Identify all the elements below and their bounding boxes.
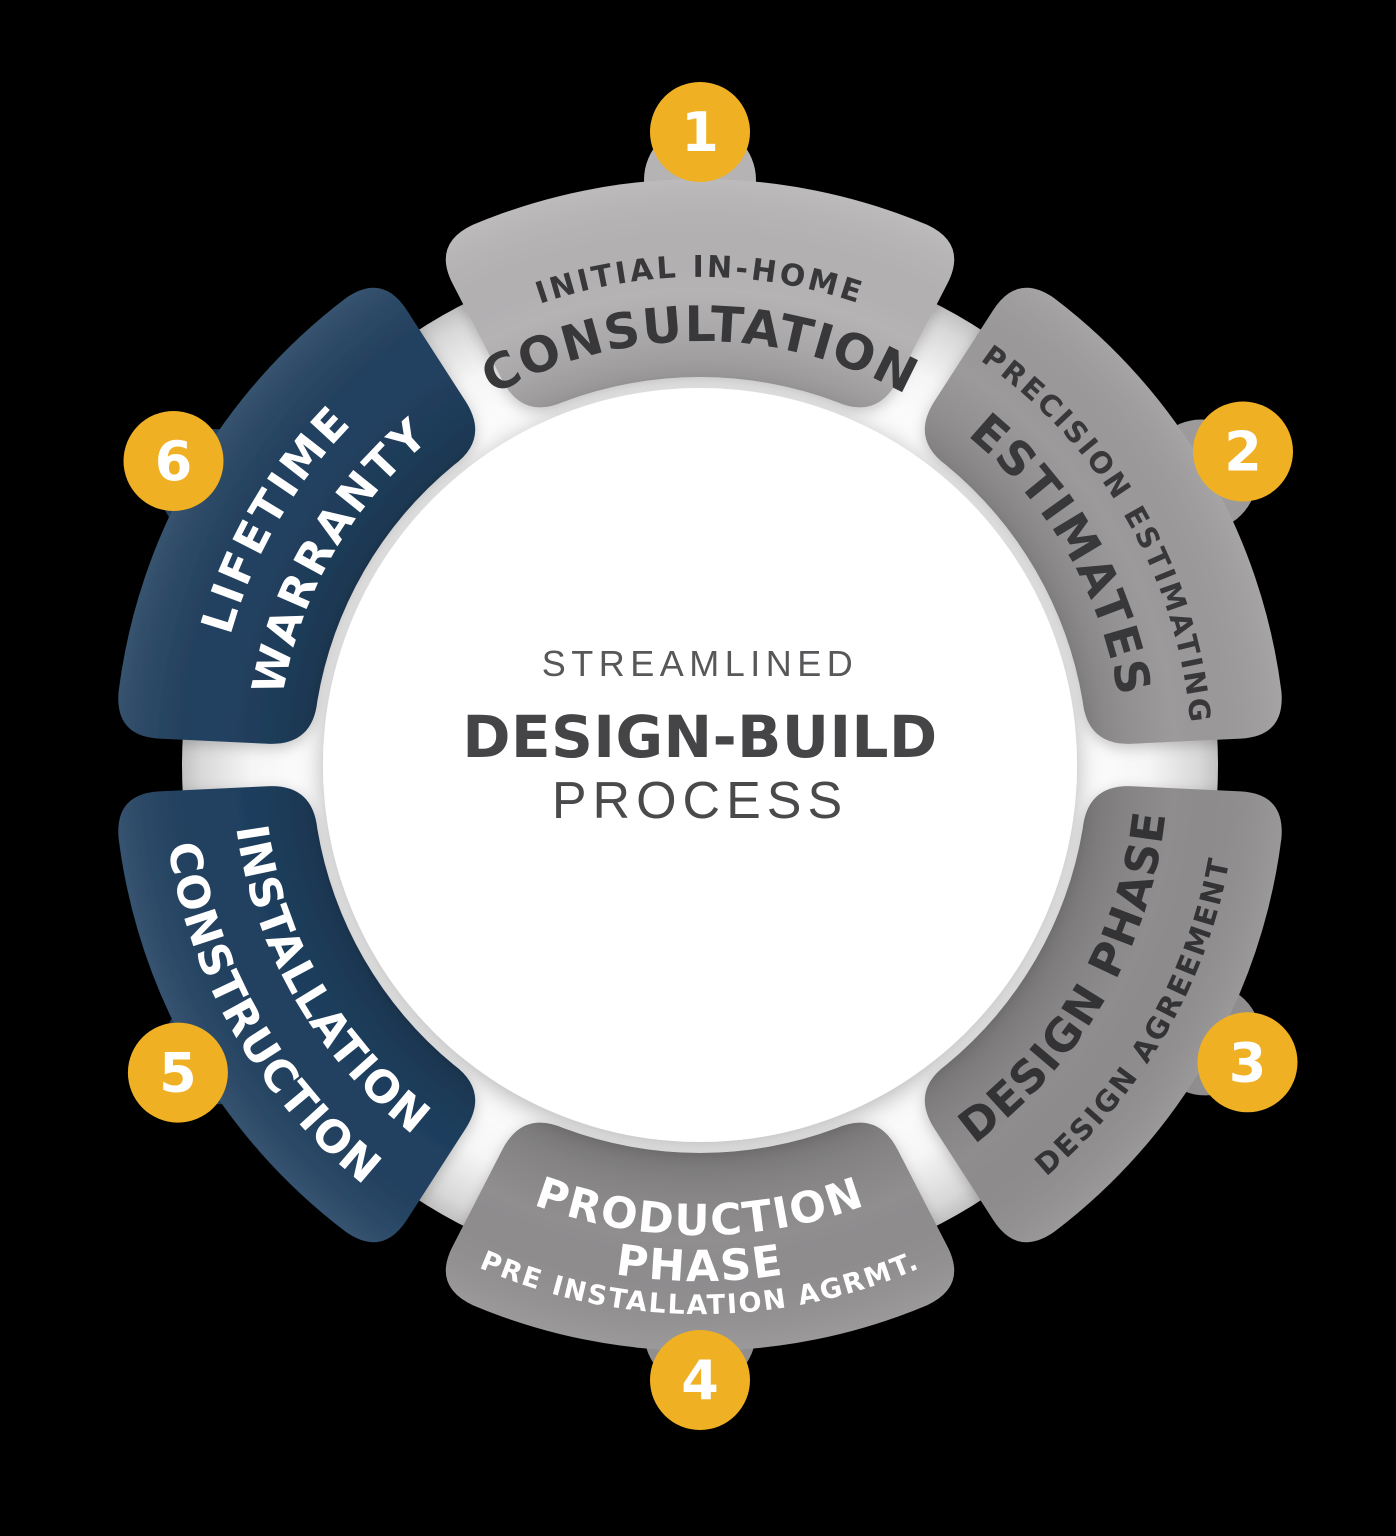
center-title-line1: STREAMLINED [542, 643, 859, 684]
step-5-badge-circle [127, 1022, 228, 1123]
step-4-number: 4 [681, 1349, 719, 1412]
step-5-badge: 5 [127, 1022, 228, 1123]
segment-4-title-line2: PHASE [613, 1236, 786, 1293]
step-6-number: 6 [155, 430, 193, 493]
step-3-badge: 3 [1197, 1012, 1298, 1113]
step-2-badge: 2 [1193, 401, 1293, 502]
center-title-line2: DESIGN-BUILD [462, 703, 937, 771]
step-2-number: 2 [1224, 421, 1262, 484]
step-3-badge-circle [1197, 1012, 1298, 1113]
step-3-number: 3 [1229, 1031, 1267, 1094]
step-6-badge: 6 [123, 411, 224, 511]
center-title-line3: PROCESS [552, 772, 848, 830]
center-circle [323, 388, 1077, 1142]
step-4-badge-circle [650, 1330, 750, 1430]
step-5-number: 5 [159, 1042, 197, 1105]
step-1-badge: 1 [650, 82, 750, 182]
step-6-badge-circle [123, 411, 224, 511]
step-1-number: 1 [681, 101, 719, 164]
step-4-badge: 4 [650, 1330, 750, 1430]
step-1-badge-circle [650, 82, 750, 182]
step-2-badge-circle [1193, 401, 1293, 502]
